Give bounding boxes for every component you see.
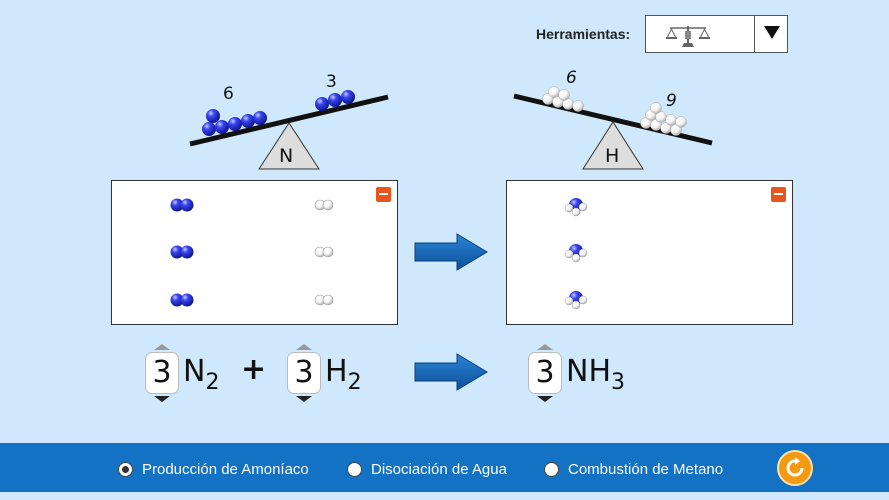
nh3-coefficient-stepper[interactable]: 3 (528, 344, 562, 402)
h2-molecule (314, 294, 334, 306)
radio-label: Disociación de Agua (371, 460, 507, 478)
h2-molecule (314, 246, 334, 258)
products-minus-button[interactable] (771, 187, 786, 202)
reset-button[interactable] (777, 450, 813, 486)
h2-molecule (314, 199, 334, 211)
refresh-icon (786, 457, 804, 477)
hydrogen-scale-label: H (605, 145, 620, 167)
reaction-arrow-icon (414, 233, 488, 271)
n2-molecule (170, 245, 194, 259)
products-box[interactable] (506, 180, 793, 325)
nitrogen-scale-label: N (279, 145, 294, 167)
decrement-icon[interactable] (296, 396, 312, 402)
n2-coefficient-stepper[interactable]: 3 (145, 344, 179, 402)
nh3-molecule (564, 291, 588, 310)
bottom-strip (0, 492, 889, 500)
h2-coefficient[interactable]: 3 (287, 352, 321, 394)
reaction-selector-bar: Producción de Amoníaco Disociación de Ag… (0, 443, 889, 492)
h2-formula: H2 (325, 354, 362, 395)
nitrogen-left-count: 6 (223, 84, 234, 104)
tools-label: Herramientas: (536, 26, 631, 42)
balance-scale-icon (666, 26, 710, 47)
radio-unselected-icon[interactable] (544, 461, 559, 477)
chevron-down-icon[interactable] (764, 26, 780, 39)
increment-icon[interactable] (154, 344, 170, 350)
products-molecules (564, 198, 588, 310)
radio-combustion-metano[interactable]: Combustión de Metano (544, 459, 723, 479)
radio-unselected-icon[interactable] (347, 461, 362, 477)
hydrogen-left-count: 6 (566, 68, 577, 88)
hydrogen-right-count: 9 (666, 91, 677, 111)
tools-dropdown[interactable] (645, 15, 788, 53)
increment-icon[interactable] (537, 344, 553, 350)
equation-arrow-icon (414, 353, 488, 391)
n2-molecule (170, 293, 194, 307)
nh3-molecule (564, 244, 588, 263)
reactants-molecules (170, 198, 334, 307)
nitrogen-balance-scale (189, 90, 389, 170)
decrement-icon[interactable] (154, 396, 170, 402)
scale-hydrogen-atoms-left (542, 86, 584, 112)
nitrogen-right-count: 3 (326, 72, 337, 92)
scale-nitrogen-atoms-right (315, 90, 355, 111)
radio-disociacion-agua[interactable]: Disociación de Agua (347, 459, 507, 479)
nh3-coefficient[interactable]: 3 (528, 352, 562, 394)
radio-selected-icon[interactable] (118, 461, 133, 477)
increment-icon[interactable] (296, 344, 312, 350)
decrement-icon[interactable] (537, 396, 553, 402)
n2-molecule (170, 198, 194, 212)
reactants-minus-button[interactable] (376, 187, 391, 202)
plus-sign: + (241, 352, 267, 387)
dropdown-divider (754, 16, 755, 52)
n2-coefficient[interactable]: 3 (145, 352, 179, 394)
radio-produccion-amoniaco[interactable]: Producción de Amoníaco (118, 459, 309, 479)
h2-coefficient-stepper[interactable]: 3 (287, 344, 321, 402)
scale-nitrogen-atoms-left (202, 109, 267, 136)
radio-label: Producción de Amoníaco (142, 460, 309, 478)
scale-hydrogen-atoms-right (640, 102, 687, 136)
n2-formula: N2 (183, 354, 220, 395)
nh3-molecule (564, 198, 588, 217)
reactants-box[interactable] (111, 180, 398, 325)
radio-label: Combustión de Metano (568, 460, 724, 478)
hydrogen-balance-scale (513, 86, 713, 170)
nh3-formula: NH3 (566, 354, 625, 395)
